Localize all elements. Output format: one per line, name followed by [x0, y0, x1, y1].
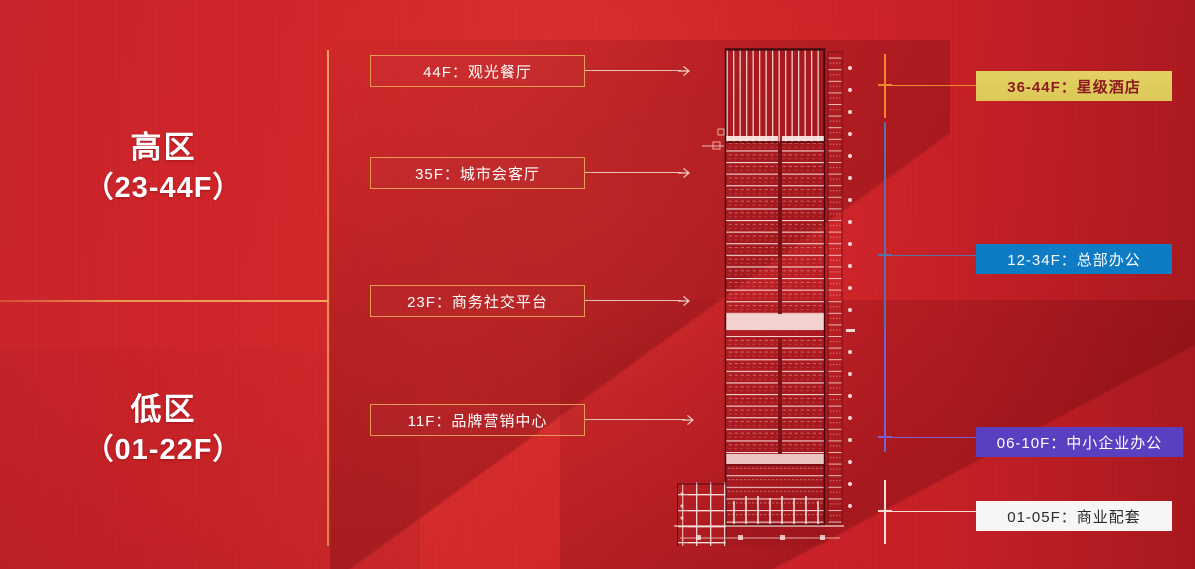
bracket-hotel-cap	[878, 84, 892, 86]
callout-44f[interactable]: 44F：观光餐厅	[370, 55, 695, 87]
callout-35f-box[interactable]: 35F：城市会客厅	[370, 157, 585, 189]
low-zone-label: 低区 （01-22F）	[0, 392, 327, 468]
callout-35f-line	[585, 172, 681, 173]
bracket-hotel-spine	[884, 54, 886, 118]
high-zone-label: 高区 （23-44F）	[0, 130, 327, 206]
vertical-divider	[327, 50, 329, 546]
background-glow	[330, 0, 950, 569]
callout-44f-line	[585, 70, 681, 71]
tag-06-10f-label: 06-10F：中小企业办公	[996, 434, 1163, 452]
tag-01-05f[interactable]: 01-05F：商业配套	[976, 501, 1172, 531]
tag-36-44f-label: 36-44F：星级酒店	[1007, 78, 1141, 96]
callout-44f-label: 44F：观光餐厅	[423, 63, 532, 81]
callout-11f-line	[585, 419, 685, 420]
bracket-hq-spine	[884, 122, 886, 452]
tag-36-44f[interactable]: 36-44F：星级酒店	[976, 71, 1172, 101]
tag-01-05f-label: 01-05F：商业配套	[1007, 508, 1141, 526]
tag-12-34f[interactable]: 12-34F：总部办公	[976, 244, 1172, 274]
bracket-sme-spine	[884, 330, 886, 450]
callout-11f-label: 11F：品牌营销中心	[407, 412, 548, 430]
bracket-sme-lead	[886, 437, 978, 438]
low-zone-range: （01-22F）	[84, 433, 243, 466]
bracket-retail-spine	[884, 480, 886, 544]
callout-23f-label: 23F：商务社交平台	[407, 293, 548, 311]
arrow-right-icon	[677, 294, 691, 308]
callout-11f[interactable]: 11F：品牌营销中心	[370, 404, 695, 436]
callout-23f-line	[585, 300, 681, 301]
arrow-right-icon	[677, 166, 691, 180]
arrow-right-icon	[677, 64, 691, 78]
bracket-hq-lead	[886, 255, 978, 256]
tag-12-34f-label: 12-34F：总部办公	[1007, 251, 1141, 269]
bracket-hotel-lead	[886, 85, 978, 86]
bracket-sme-cap	[878, 436, 892, 438]
bottom-left-vignette	[0, 349, 420, 569]
high-zone-range: （23-44F）	[84, 171, 243, 204]
low-zone-title: 低区	[130, 392, 197, 427]
tag-06-10f[interactable]: 06-10F：中小企业办公	[976, 427, 1183, 457]
arrow-right-icon	[681, 413, 695, 427]
callout-35f-label: 35F：城市会客厅	[415, 165, 540, 183]
callout-23f[interactable]: 23F：商务社交平台	[370, 285, 695, 317]
callout-23f-box[interactable]: 23F：商务社交平台	[370, 285, 585, 317]
callout-44f-box[interactable]: 44F：观光餐厅	[370, 55, 585, 87]
bracket-hq-cap	[878, 254, 892, 256]
horizontal-divider	[0, 300, 329, 302]
bracket-retail-lead	[886, 511, 978, 512]
callout-35f[interactable]: 35F：城市会客厅	[370, 157, 695, 189]
high-zone-title: 高区	[130, 130, 197, 165]
tower-elevation-drawing	[668, 46, 868, 546]
callout-11f-box[interactable]: 11F：品牌营销中心	[370, 404, 585, 436]
bracket-retail-cap	[878, 510, 892, 512]
